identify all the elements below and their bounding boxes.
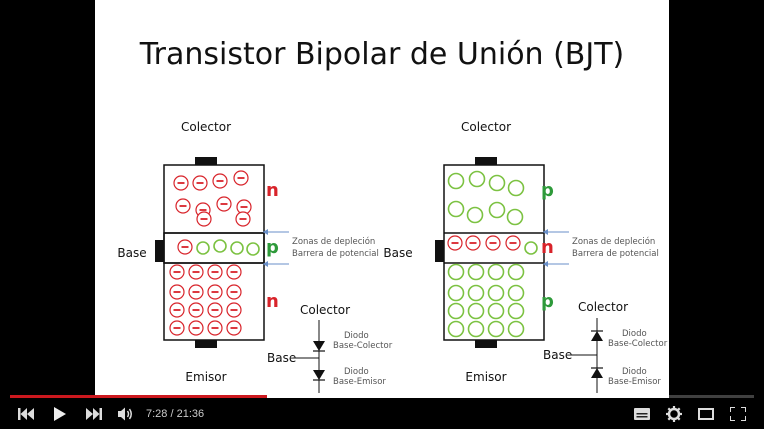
left-bottom-carriers [169,264,242,336]
hole [466,206,484,224]
captions-icon [634,408,650,420]
hole [507,263,525,281]
left-mid-carriers [177,239,260,256]
next-icon [86,408,102,420]
current-time: 7:28 [146,408,168,420]
left-bottom-region-label: n [266,291,279,312]
left-diode-bc-2: Base-Colector [333,341,393,351]
hole [507,320,525,338]
right-diode-bc-1: Diodo [622,329,647,339]
time-separator: / [170,408,174,420]
right-top-carriers [447,170,525,226]
hole [487,263,505,281]
hole [488,201,506,219]
right-diode-be-1: Diodo [622,367,647,377]
play-icon [54,407,66,421]
settings-button[interactable] [662,399,686,429]
hole [447,263,465,281]
progress-bar[interactable] [10,395,754,398]
hole [447,200,465,218]
video-frame[interactable]: Transistor Bipolar de Unión (BJT) Colect… [95,0,669,398]
hole [196,241,210,255]
hole [467,302,485,320]
left-diode-bc-1: Diodo [344,331,369,341]
volume-button[interactable] [114,399,138,429]
left-diode-base-label: Base [267,351,296,365]
hole [467,284,485,302]
right-emitter-label: Emisor [465,370,506,384]
right-emitter-terminal [475,340,497,348]
progress-played [10,395,268,398]
hole [447,302,465,320]
left-top-region-label: n [266,180,279,201]
theater-icon [698,408,714,420]
right-base-terminal [435,240,444,262]
right-diode-bc-2: Base-Colector [608,339,668,349]
fullscreen-icon [730,407,746,421]
right-transistor-body [443,164,545,341]
duration: 21:36 [176,408,205,420]
left-emitter-label: Emisor [185,370,226,384]
hole [213,239,227,253]
player-controls: 7:28 / 21:36 [0,399,764,429]
hole [506,208,524,226]
right-zone-note-2: Barrera de potencial [572,249,659,259]
captions-button[interactable] [630,399,654,429]
time-display: 7:28 / 21:36 [146,399,204,429]
slide-diagram: Transistor Bipolar de Unión (BJT) Colect… [117,37,668,393]
right-diode-be-2: Base-Emisor [608,377,661,387]
hole [246,242,260,256]
right-mid-region-label: n [541,237,554,258]
left-transistor: Colector Base Emisor n p n [117,120,393,393]
right-base-label: Base [383,246,412,260]
left-top-carriers [173,170,252,227]
left-base-terminal [155,240,164,262]
hole [524,241,538,255]
right-bottom-region-label: p [541,291,554,312]
hole [230,241,244,255]
next-button[interactable] [82,399,106,429]
left-mid-region-label: p [266,237,279,258]
fullscreen-button[interactable] [726,399,750,429]
left-collector-terminal [195,157,217,165]
volume-icon [118,407,132,421]
right-bottom-carriers [447,263,525,338]
left-zone-note-1: Zonas de depleción [292,236,375,247]
hole [447,172,465,190]
hole [507,302,525,320]
hole [447,320,465,338]
play-button[interactable] [48,399,72,429]
right-mid-carriers [447,235,538,255]
left-zone-note-2: Barrera de potencial [292,249,379,259]
left-emitter-terminal [195,340,217,348]
theater-mode-button[interactable] [694,399,718,429]
right-zone-note-1: Zonas de depleción [572,236,655,247]
hole [447,284,465,302]
left-base-label: Base [117,246,146,260]
hole [488,174,506,192]
slide-title: Transistor Bipolar de Unión (BJT) [139,37,625,72]
right-diode-base-label: Base [543,348,572,362]
hole [487,284,505,302]
left-diode-be-1: Diodo [344,367,369,377]
left-diode-collector-label: Colector [300,303,350,317]
right-transistor: Colector Base Emisor p n p Zonas [383,120,668,393]
hole [467,320,485,338]
right-collector-terminal [475,157,497,165]
left-diode-be-2: Base-Emisor [333,377,386,387]
previous-icon [18,408,34,420]
hole [467,263,485,281]
hole [487,320,505,338]
hole [468,170,486,188]
right-collector-label: Colector [461,120,511,134]
settings-icon [666,406,682,422]
right-top-region-label: p [541,180,554,201]
previous-button[interactable] [14,399,38,429]
left-collector-label: Colector [181,120,231,134]
hole [507,284,525,302]
right-diode-collector-label: Colector [578,300,628,314]
hole [487,302,505,320]
hole [507,179,525,197]
